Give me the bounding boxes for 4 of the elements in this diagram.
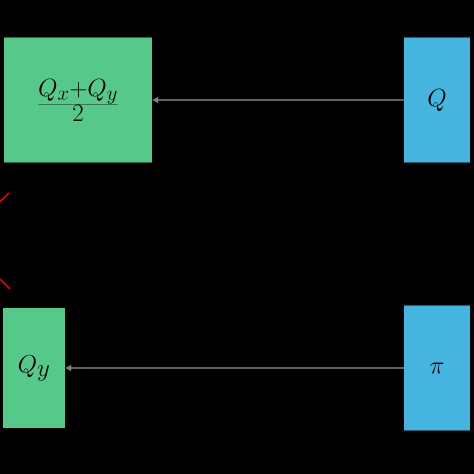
formula-box: $\frac{Q_x+Q_y}{2}$ — [4, 38, 152, 162]
formula-box: $Q$ — [404, 38, 470, 162]
formula-box: $Q_y$ — [3, 308, 65, 428]
formula-box: $\pi$ — [404, 306, 470, 430]
